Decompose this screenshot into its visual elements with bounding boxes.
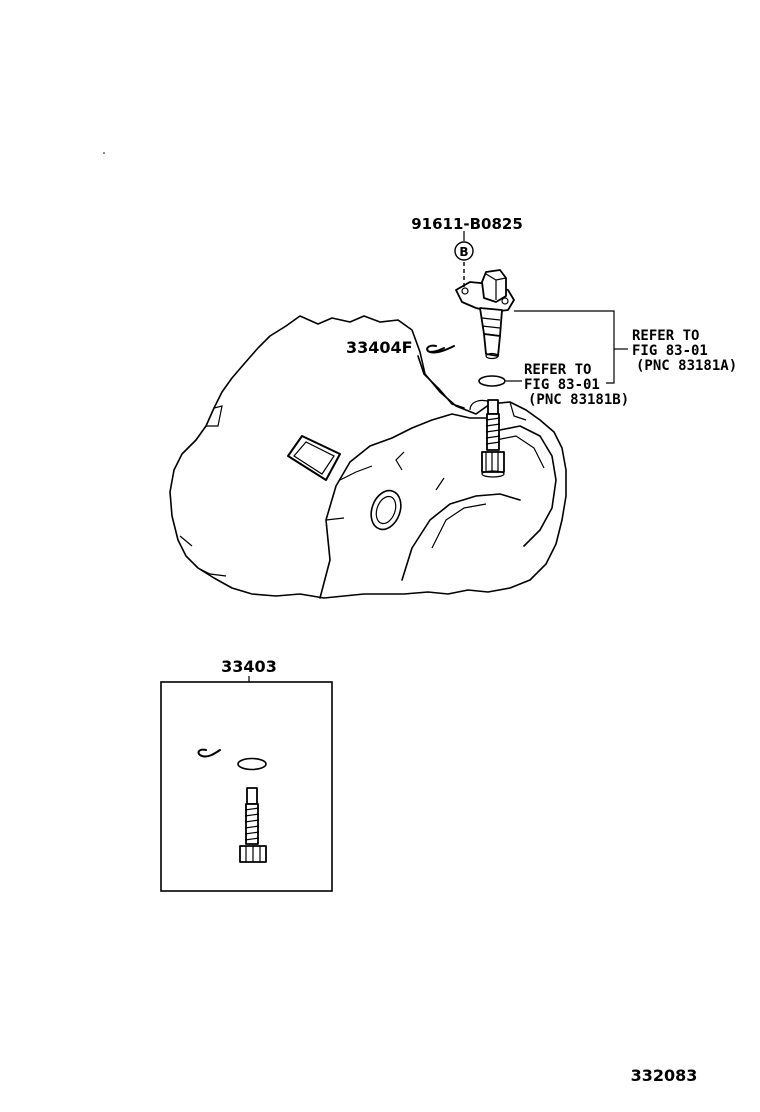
kit-driven-gear <box>239 787 267 863</box>
sensor-refer-block: REFER TO FIG 83-01 (PNC 83181A) <box>632 328 737 374</box>
svg-text:FIG 83-01: FIG 83-01 <box>632 343 708 359</box>
kit-box <box>160 681 333 892</box>
speed-sensor <box>455 269 515 360</box>
o-ring <box>478 375 506 387</box>
transmission-case <box>169 315 567 599</box>
kit-clip <box>197 748 221 758</box>
bolt-marker-text: B <box>459 245 468 259</box>
svg-text:(PNC 83181B): (PNC 83181B) <box>528 392 629 408</box>
stray-dot <box>103 152 105 154</box>
svg-text:REFER TO: REFER TO <box>632 328 699 344</box>
bolt-marker-circle <box>454 241 474 261</box>
clip-33404f <box>426 344 455 354</box>
clip-leader-line <box>417 355 465 409</box>
svg-text:REFER TO: REFER TO <box>524 362 591 378</box>
figure-number: 332083 <box>631 1066 698 1085</box>
kit-o-ring <box>237 757 267 771</box>
svg-text:FIG 83-01: FIG 83-01 <box>524 377 600 393</box>
bolt-part-label: 91611-B0825 <box>411 215 523 233</box>
kit-part-label: 33403 <box>221 657 277 676</box>
clip-part-label: 33404F <box>346 338 413 357</box>
svg-text:(PNC 83181A): (PNC 83181A) <box>636 358 737 374</box>
driven-gear-shaft <box>481 399 505 478</box>
oring-refer-block: REFER TO FIG 83-01 (PNC 83181B) <box>524 362 629 408</box>
sensor-ref-bracket <box>514 310 615 384</box>
